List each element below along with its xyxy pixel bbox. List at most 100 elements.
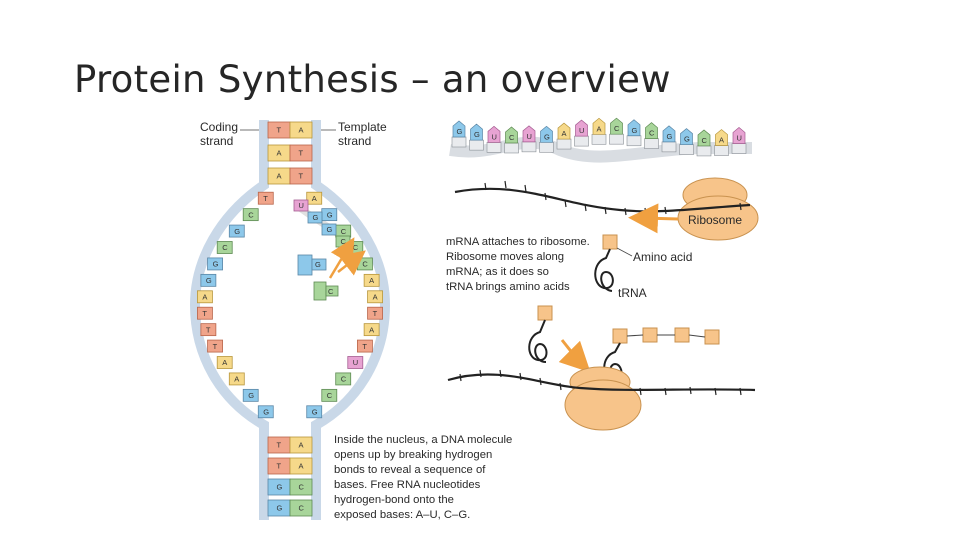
base-letter: C [353,243,359,252]
rna-base-u: U [293,199,309,212]
mrna-base-u: U [574,119,589,147]
codon-tick [539,377,542,386]
coding-base-c: C [216,241,233,254]
translation-text-line: Ribosome moves along [446,251,564,263]
coding-strand-label-line1: Coding [200,120,238,134]
caption-line: exposed bases: A–U, C–G. [334,509,470,521]
coding-base-g: G [207,257,223,271]
base-letter: G [474,130,480,139]
template-strand-backbone [311,120,391,520]
codon-tick [639,387,642,396]
base-letter: G [457,127,463,136]
coding-base-t: T [267,121,291,139]
base-letter: A [597,124,602,133]
coding-base-g: G [228,224,245,238]
base-letter: T [277,441,282,450]
base-letter: A [222,358,227,367]
base-letter: A [299,462,304,471]
base-letter: T [277,462,282,471]
base-letter: A [299,441,304,450]
base-letter: T [277,126,282,135]
base-letter: A [277,149,282,158]
coding-base-c: C [242,208,259,222]
base-letter: C [222,243,228,252]
base-letter: C [299,504,305,513]
codon-tick [504,180,507,189]
base-letter: T [202,309,207,318]
transcription-caption: Inside the nucleus, a DNA molecule opens… [334,434,512,521]
template-base-g: G [321,208,338,222]
template-base-a: A [367,290,383,304]
base-letter: C [362,260,368,269]
base-letter: G [327,225,333,234]
coding-base-a: A [267,144,291,162]
peptide-bond [688,334,706,338]
base-letter: A [312,194,317,203]
coding-base-t: T [257,191,274,205]
template-base-t: T [289,167,313,185]
base-letter: C [341,227,347,236]
codon-tick [604,206,607,215]
base-letter: U [492,132,497,141]
mrna-base-a: A [591,117,607,145]
coding-base-t: T [267,436,291,454]
base-letter: A [234,375,239,384]
template-base-a: A [363,273,380,287]
base-letter: T [373,309,378,318]
mrna-base-g: G [661,125,677,153]
amino-acid-square [537,305,553,321]
caption-line: hydrogen-bond onto the [334,494,454,506]
caption-line: Inside the nucleus, a DNA molecule [334,434,512,446]
arrow-to-template-1 [328,237,355,279]
codon-tick [544,192,547,201]
base-letter: A [369,325,374,334]
amino-acid-leader [616,247,633,257]
template-base-a: A [289,457,313,475]
mrna-base-c: C [504,126,519,154]
mrna-base-u: U [731,127,747,154]
base-letter: A [562,129,567,138]
coding-strand-label-line2: strand [200,134,233,148]
mrna-base-g: G [539,125,554,153]
base-letter: C [327,391,333,400]
mrna-base-g: G [469,123,484,151]
base-letter: C [614,124,620,133]
base-letter: G [263,407,269,416]
base-letter: G [684,135,690,144]
base-letter: A [277,172,282,181]
caption-line: bonds to reveal a sequence of [334,464,486,476]
template-strand-label-line1: Template [338,120,387,134]
base-letter: C [341,237,347,246]
base-letter: T [362,342,367,351]
base-letter: A [373,292,378,301]
template-base-a: A [289,121,313,139]
codon-tick [624,207,627,216]
base-letter: U [353,358,358,367]
translation-text-line: tRNA brings amino acids [446,281,570,293]
template-base-a: A [289,436,313,454]
coding-base-g: G [257,405,274,419]
base-letter: T [299,172,304,181]
template-base-c: C [289,478,313,496]
base-letter: U [527,132,532,141]
ribosome-label: Ribosome [688,213,742,227]
amino-acid-square [612,328,628,344]
codon-tick [459,373,462,382]
caption-line: opens up by breaking hydrogen [334,449,492,461]
template-base-a: A [306,191,323,205]
trna-label: tRNA [618,286,647,300]
page-title: Protein Synthesis – an overview [74,58,671,101]
base-letter: G [544,132,550,141]
coding-base-t: T [197,306,213,320]
template-base-t: T [367,306,383,320]
base-letter: G [277,483,283,492]
codon-tick [584,203,587,212]
svg-text:G: G [315,260,321,269]
amino-acid-label: Amino acid [633,250,692,264]
base-letter: C [509,133,515,142]
codon-tick [664,387,667,396]
amino-acid-square [642,327,658,343]
base-letter: T [299,149,304,158]
